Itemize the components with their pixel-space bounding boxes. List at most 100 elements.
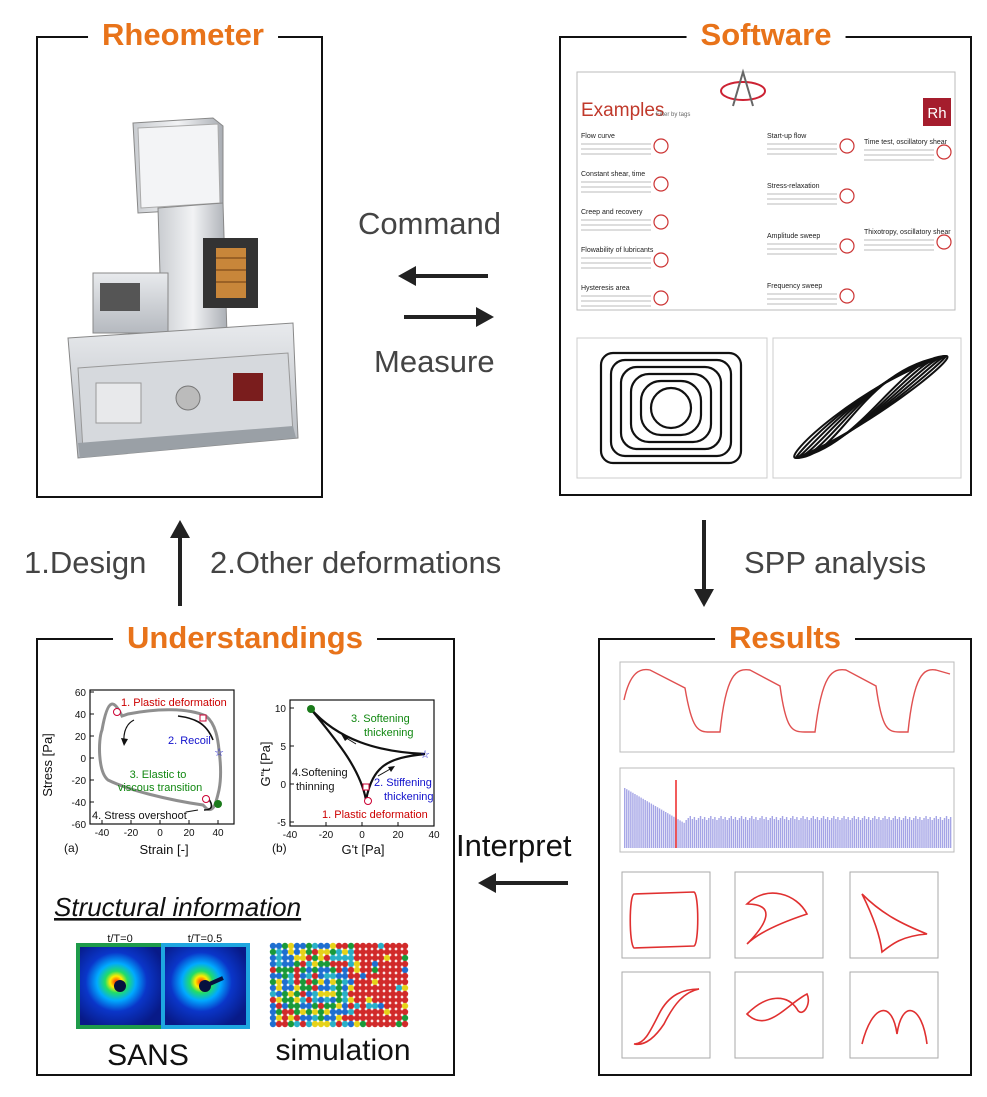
plot-a-tag: (a) [64,841,79,855]
plot-a-ann4: 4. Stress overshoot [92,810,187,822]
plot-b-xtick: 20 [392,830,404,841]
rh-badge [923,98,951,126]
plot-a-marker-circle2 [202,795,210,803]
lissajous-plot-right [793,354,949,460]
simulation-image [269,942,409,1028]
rheometer-title: Rheometer [88,17,278,53]
plot-b-ytick: 0 [280,780,286,791]
plot-b-marker-square [362,783,370,791]
plot-b-curve [309,707,426,801]
plot-a-xtick: 20 [183,828,195,839]
plot-a-ann3a: 3. Elastic to [130,769,187,781]
lissajous-plot-left [599,351,743,465]
plot-a-ann3b: viscous transition [118,782,202,794]
plot-a-marker-circle [113,708,121,716]
plot-b-marker-circle [364,797,372,805]
design-arrow [170,520,190,606]
software-example-item[interactable]: Flow curve [581,133,615,140]
plot-b-ylabel: G"t [Pa] [258,741,273,786]
software-example-item[interactable]: Hysteresis area [581,285,630,292]
results-title: Results [715,620,855,656]
rh-badge-label: Rh [927,105,946,122]
plot-b-ann4a: 4.Softening [292,767,348,779]
plot-a-ann2: 2. Recoil [168,735,211,747]
plot-b-ann2a: 2. Stiffening [374,777,432,789]
plot-a-ytick: 0 [80,754,86,765]
other-deformations-label: 2.Other deformations [210,545,502,580]
rheometer-image [67,117,299,459]
plot-a-frame [89,689,235,825]
results-small-plot-curve [861,1010,928,1045]
plot-a-ann1: 1. Plastic deformation [121,697,227,709]
software-example-item[interactable]: Thixotropy, oscillatory shear [864,229,951,236]
plot-b-ann2b: thickening [384,791,434,803]
plot-b-tag: (b) [272,841,287,855]
plot-b-ann1: 1. Plastic deformation [322,809,428,821]
plot-b-xtick: 40 [428,830,440,841]
plot-b-xtick: 0 [359,830,365,841]
spp-arrow [694,520,714,607]
software-example-item[interactable]: Start-up flow [767,133,807,140]
sans-t0-label: t/T=0 [107,933,132,945]
understandings-title: Understandings [113,620,377,656]
software-example-item[interactable]: Creep and recovery [581,209,643,216]
results-small-plot-curve [745,892,809,945]
sans-t05-label: t/T=0.5 [188,933,223,945]
plot-b-xtick: -40 [283,830,298,841]
results-small-plot-curve [745,992,810,1022]
results-stress-waveform [623,668,951,733]
plot-a-xtick: -20 [124,828,139,839]
plot-a-ytick: 60 [75,688,87,699]
results-fourier-spectrum [624,788,952,848]
plot-a-xlabel: Strain [-] [139,842,188,857]
software-example-item[interactable]: Constant shear, time [581,171,645,178]
plot-b-ytick: 5 [280,742,286,753]
structural-title: Structural information [54,892,301,922]
plot-a-xtick: 40 [212,828,224,839]
results-small-plot-curve [861,893,928,954]
plot-b-marker-green [307,705,315,713]
software-example-item[interactable]: Stress-relaxation [767,183,820,190]
plot-a-marker-square [199,714,207,722]
plot-a-ytick: 40 [75,710,87,721]
command-arrow [398,266,488,286]
measure-label: Measure [374,344,495,379]
plot-b-ytick: 10 [275,704,287,715]
rheometer-panel [36,36,323,498]
sans-label: SANS [107,1039,189,1072]
software-example-item[interactable]: Time test, oscillatory shear [864,139,948,146]
plot-a-ytick: 20 [75,732,87,743]
plot-a-star: ☆ [214,747,224,759]
plot-b-star: ☆ [420,749,430,761]
results-small-plot-curve [633,988,700,1046]
software-example-item[interactable]: Amplitude sweep [767,233,820,240]
plot-a-xtick: 0 [157,828,163,839]
software-title: Software [686,17,846,53]
plot-b-ann3a: 3. Softening [351,713,410,725]
results-figure [619,661,955,1059]
plot-b-xtick: -20 [319,830,334,841]
plot-a-ytick: -20 [72,776,87,787]
interpret-arrow [478,873,568,893]
software-filter: Filter by tags [656,112,690,118]
plot-a-xtick: -40 [95,828,110,839]
software-screenshot: Examples Filter by tags Rh Flow curveCon… [576,68,962,479]
plot-a-loop [98,702,222,812]
plot-b-xlabel: G't [Pa] [342,842,385,857]
simulation-label: simulation [275,1034,410,1067]
plot-a-ytick: -60 [72,820,87,831]
software-logo [720,68,766,107]
software-example-item[interactable]: Frequency sweep [767,283,822,290]
plot-b-ann3b: thickening [364,727,414,739]
plot-b-ann4b: thinning [296,781,335,793]
spp-label: SPP analysis [744,545,927,580]
interpret-label: Interpret [456,828,572,863]
design-label: 1.Design [24,545,147,580]
software-example-item[interactable]: Flowability of lubricants [581,247,654,254]
